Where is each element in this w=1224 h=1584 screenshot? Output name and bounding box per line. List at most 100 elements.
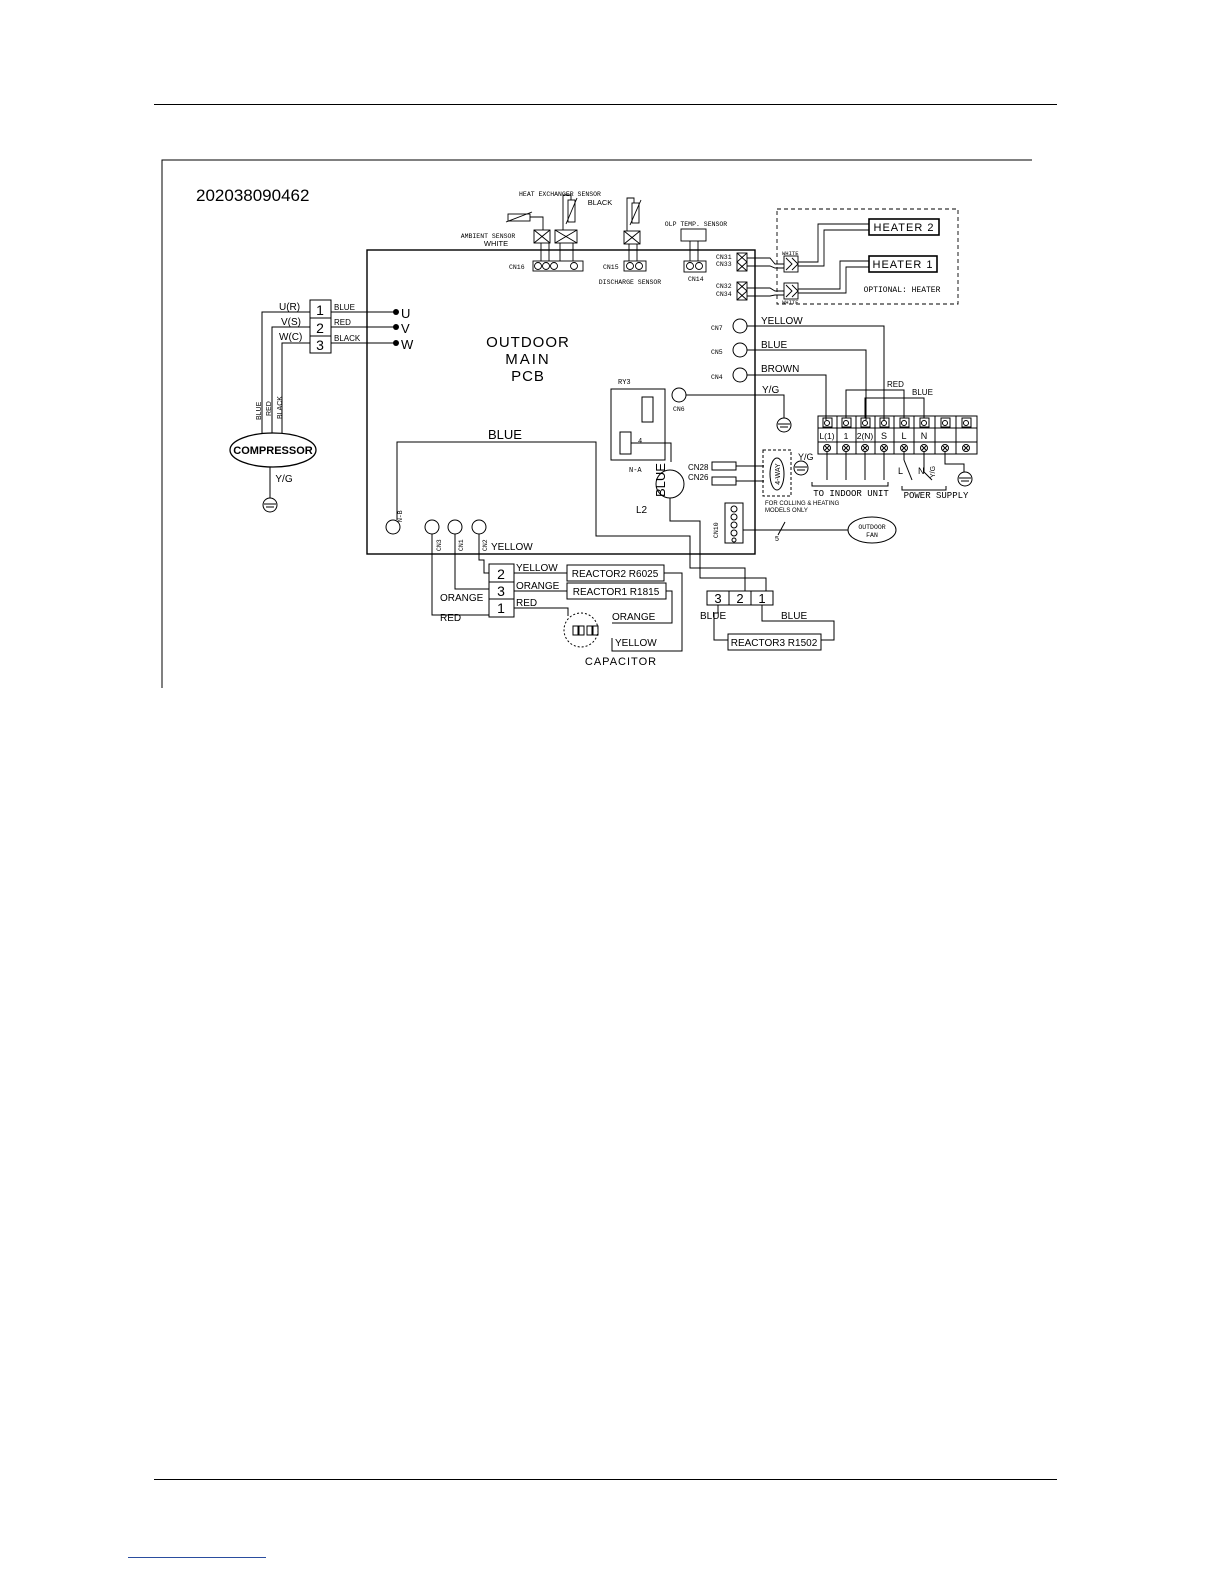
vertical-wire-black: BLACK	[277, 396, 284, 419]
compressor-ground-label: Y/G	[275, 474, 292, 485]
left-pin-3: 3	[497, 583, 505, 599]
cn6-label: CN6	[673, 406, 685, 413]
wire-blue-reactor3-right: BLUE	[781, 611, 807, 622]
terminal-label-l1: L(1)	[819, 431, 834, 441]
cn16-connector	[532, 260, 584, 272]
wire-orange-cn3: ORANGE	[440, 593, 484, 604]
cn31-cn33-connector	[736, 252, 748, 272]
discharge-sensor-element	[631, 202, 640, 224]
wire-red-cn3: RED	[440, 613, 461, 624]
four-way-valve	[769, 457, 785, 491]
cn2-label: CN2	[482, 539, 489, 551]
wire-blue-reactor3-left: BLUE	[700, 611, 726, 622]
outdoor-fan	[847, 516, 897, 544]
reactor3-box	[727, 633, 822, 651]
l2-label: L2	[636, 505, 648, 516]
pcb-title-line1: OUTDOOR	[486, 334, 570, 351]
heater-2-box	[868, 218, 940, 236]
output-v: V	[401, 321, 410, 336]
phase-label-vs: V(S)	[281, 317, 301, 328]
cn5-terminal	[732, 342, 748, 358]
footer-link-underline	[128, 1557, 266, 1558]
right-pin-2: 2	[736, 591, 743, 606]
wire-blue-main-label: BLUE	[488, 427, 522, 442]
left-pin-2: 2	[497, 566, 505, 582]
heat-exchanger-sensor-label: HEAT EXCHANGER SENSOR	[519, 191, 601, 198]
power-supply-l: L	[898, 466, 903, 476]
heat-exchanger-sensor-element	[567, 199, 576, 223]
footer-rule	[154, 1479, 1057, 1480]
right-pin-3: 3	[714, 591, 721, 606]
header-rule	[154, 104, 1057, 105]
terminal-label-1: 1	[844, 431, 849, 441]
ry3-label: RY3	[618, 379, 631, 387]
cn5-label: CN5	[711, 349, 723, 356]
four-way-note-1: FOR COLLING & HEATING	[765, 501, 840, 507]
wiring-diagram: 202038090462 OUTDOOR MAIN PCB	[161, 159, 1032, 688]
compressor-pin-3: 3	[316, 337, 324, 353]
wire-yg-cn6: Y/G	[762, 385, 779, 396]
wire-yellow-capacitor: YELLOW	[615, 638, 657, 649]
wire-blue-vertical-label: BLUE	[653, 463, 668, 497]
wire-blue-cn5: BLUE	[761, 340, 787, 351]
jumper-red-label: RED	[887, 380, 904, 389]
pcb-title-line3: PCB	[511, 368, 545, 385]
cn28-label: CN28	[688, 463, 709, 472]
cn32-label: CN32	[716, 283, 732, 290]
vertical-wire-red: RED	[266, 401, 273, 416]
cn33-label: CN33	[716, 261, 732, 268]
heater-1-label: HEATER 1	[873, 259, 934, 271]
outdoor-main-pcb	[366, 249, 756, 555]
wire-red-v: RED	[334, 318, 351, 327]
power-supply-label: POWER SUPPLY	[904, 491, 969, 501]
left-pin-1: 1	[497, 600, 505, 616]
compressor	[229, 432, 317, 468]
wire-black-w: BLACK	[334, 334, 361, 343]
wire-blue-u: BLUE	[334, 303, 355, 312]
power-supply-yg: Y/G	[930, 466, 937, 478]
terminal-label-l: L	[901, 431, 906, 441]
ry3-na-label: N-A	[629, 467, 642, 475]
outdoor-fan-label-2: FAN	[866, 532, 878, 539]
cn26-label: CN26	[688, 473, 709, 482]
compressor-label: COMPRESSOR	[233, 445, 313, 457]
optional-heater-box	[776, 208, 959, 305]
to-indoor-unit-label: TO INDOOR UNIT	[813, 489, 889, 499]
nb-label: N-B	[397, 510, 404, 522]
wire-brown-cn4: BROWN	[761, 364, 799, 375]
cn1-label: CN1	[458, 539, 465, 551]
optional-heater-label: OPTIONAL: HEATER	[864, 286, 941, 295]
right-reactor-terminal-block	[706, 590, 774, 606]
fan-wire-count: 5	[775, 536, 779, 543]
cn1-terminal	[447, 519, 463, 535]
part-number: 202038090462	[196, 186, 309, 205]
phase-label-wc: W(C)	[279, 332, 302, 343]
olp-sensor-element	[680, 228, 707, 242]
cn15-label: CN15	[603, 264, 619, 271]
pcb-title-line2: MAIN	[505, 351, 551, 368]
four-way-label: 4-WAY	[775, 463, 782, 485]
cn3-label: CN3	[436, 539, 443, 551]
ry3-relay	[610, 388, 666, 461]
cn4-terminal	[732, 367, 748, 383]
cn26-connector	[711, 476, 737, 486]
cn16-label: CN16	[509, 264, 525, 271]
wire-yellow-reactor2: YELLOW	[516, 563, 558, 574]
wire-orange-reactor1: ORANGE	[516, 581, 560, 592]
cn2-terminal	[471, 519, 487, 535]
jumper-blue-label: BLUE	[912, 388, 933, 397]
power-supply-n: N	[918, 466, 925, 476]
olp-sensor-label: OLP TEMP. SENSOR	[665, 221, 728, 228]
cn31-label: CN31	[716, 254, 732, 261]
heater-1-box	[868, 255, 938, 273]
terminal-label-n: N	[921, 431, 928, 441]
cn7-label: CN7	[711, 325, 723, 332]
heater-1-white-label: WHITE	[782, 299, 799, 306]
cn10-connector	[724, 502, 744, 544]
ambient-sensor-element	[507, 213, 531, 222]
cn15-connector	[623, 260, 647, 272]
wire-orange-capacitor: ORANGE	[612, 612, 656, 623]
outdoor-fan-label-1: OUTDOOR	[858, 524, 885, 531]
terminal-label-2n: 2(N)	[857, 431, 874, 441]
right-pin-1: 1	[758, 591, 765, 606]
